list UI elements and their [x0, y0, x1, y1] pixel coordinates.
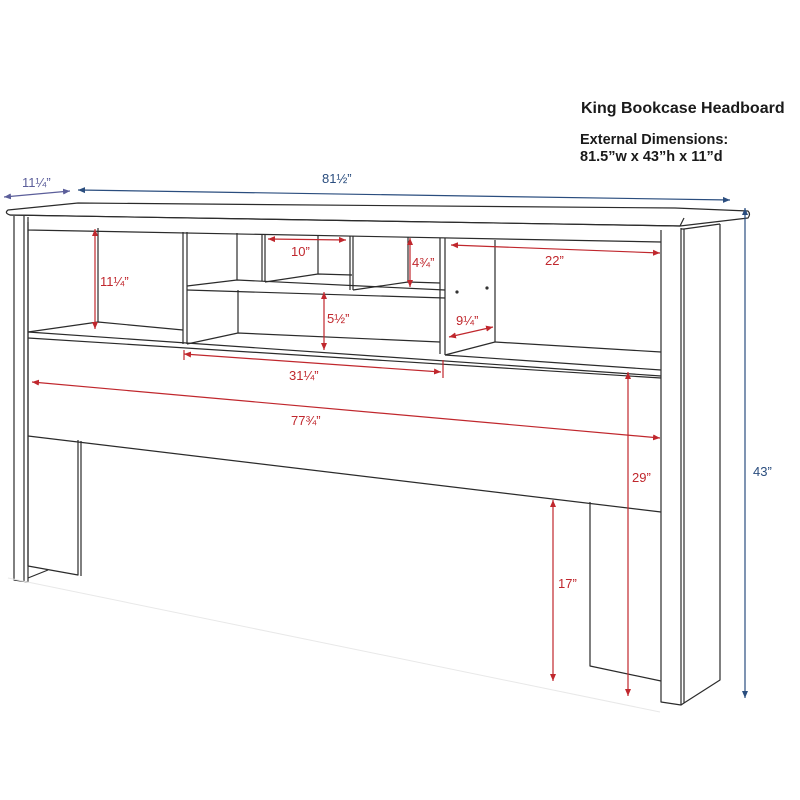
right-cubby-dim-line — [450, 242, 661, 256]
left-post — [13, 216, 29, 583]
right-cubby-width-label: 22” — [545, 253, 564, 268]
leg-clearance-label: 17” — [558, 576, 577, 591]
depth-label: 11¼” — [22, 175, 51, 190]
top-cap-front-edge — [9, 214, 681, 227]
width-label: 81½” — [322, 171, 352, 186]
small-cubby-width-label: 10” — [291, 244, 310, 259]
center-section-width-label: 31¼” — [289, 368, 319, 383]
top-cap — [5, 202, 751, 227]
small-cubby-height-label: 4¾” — [412, 255, 434, 270]
right-leg-panel — [589, 502, 662, 682]
peg-hole — [485, 286, 489, 290]
divider-depth-dim-line — [448, 325, 494, 339]
inner-width-label: 77¾” — [291, 413, 321, 428]
depth-dim-line — [3, 188, 71, 200]
height-label: 43” — [753, 464, 772, 479]
right-post — [660, 228, 682, 706]
diagram-title: King Bookcase Headboard — [581, 100, 785, 117]
front-panel — [27, 331, 662, 377]
external-dimensions-label: External Dimensions: — [580, 132, 729, 148]
divider-block — [444, 240, 496, 356]
center-shelf-height-label: 5½” — [327, 311, 349, 326]
center-section-dim-line — [183, 351, 442, 375]
peg-hole — [455, 290, 459, 294]
left-leg-panel — [27, 440, 79, 576]
small-cubby-width-dim-line — [267, 236, 347, 243]
shelf-floor-height-label: 29” — [632, 470, 651, 485]
width-dim-line — [77, 187, 731, 203]
inner-width-dim-line — [31, 379, 661, 441]
external-dimensions-value: 81.5”w x 43”h x 11”d — [580, 149, 723, 165]
divider-depth-label: 9¼” — [456, 313, 478, 328]
left-cubby-height-label: 11¼” — [100, 274, 129, 289]
